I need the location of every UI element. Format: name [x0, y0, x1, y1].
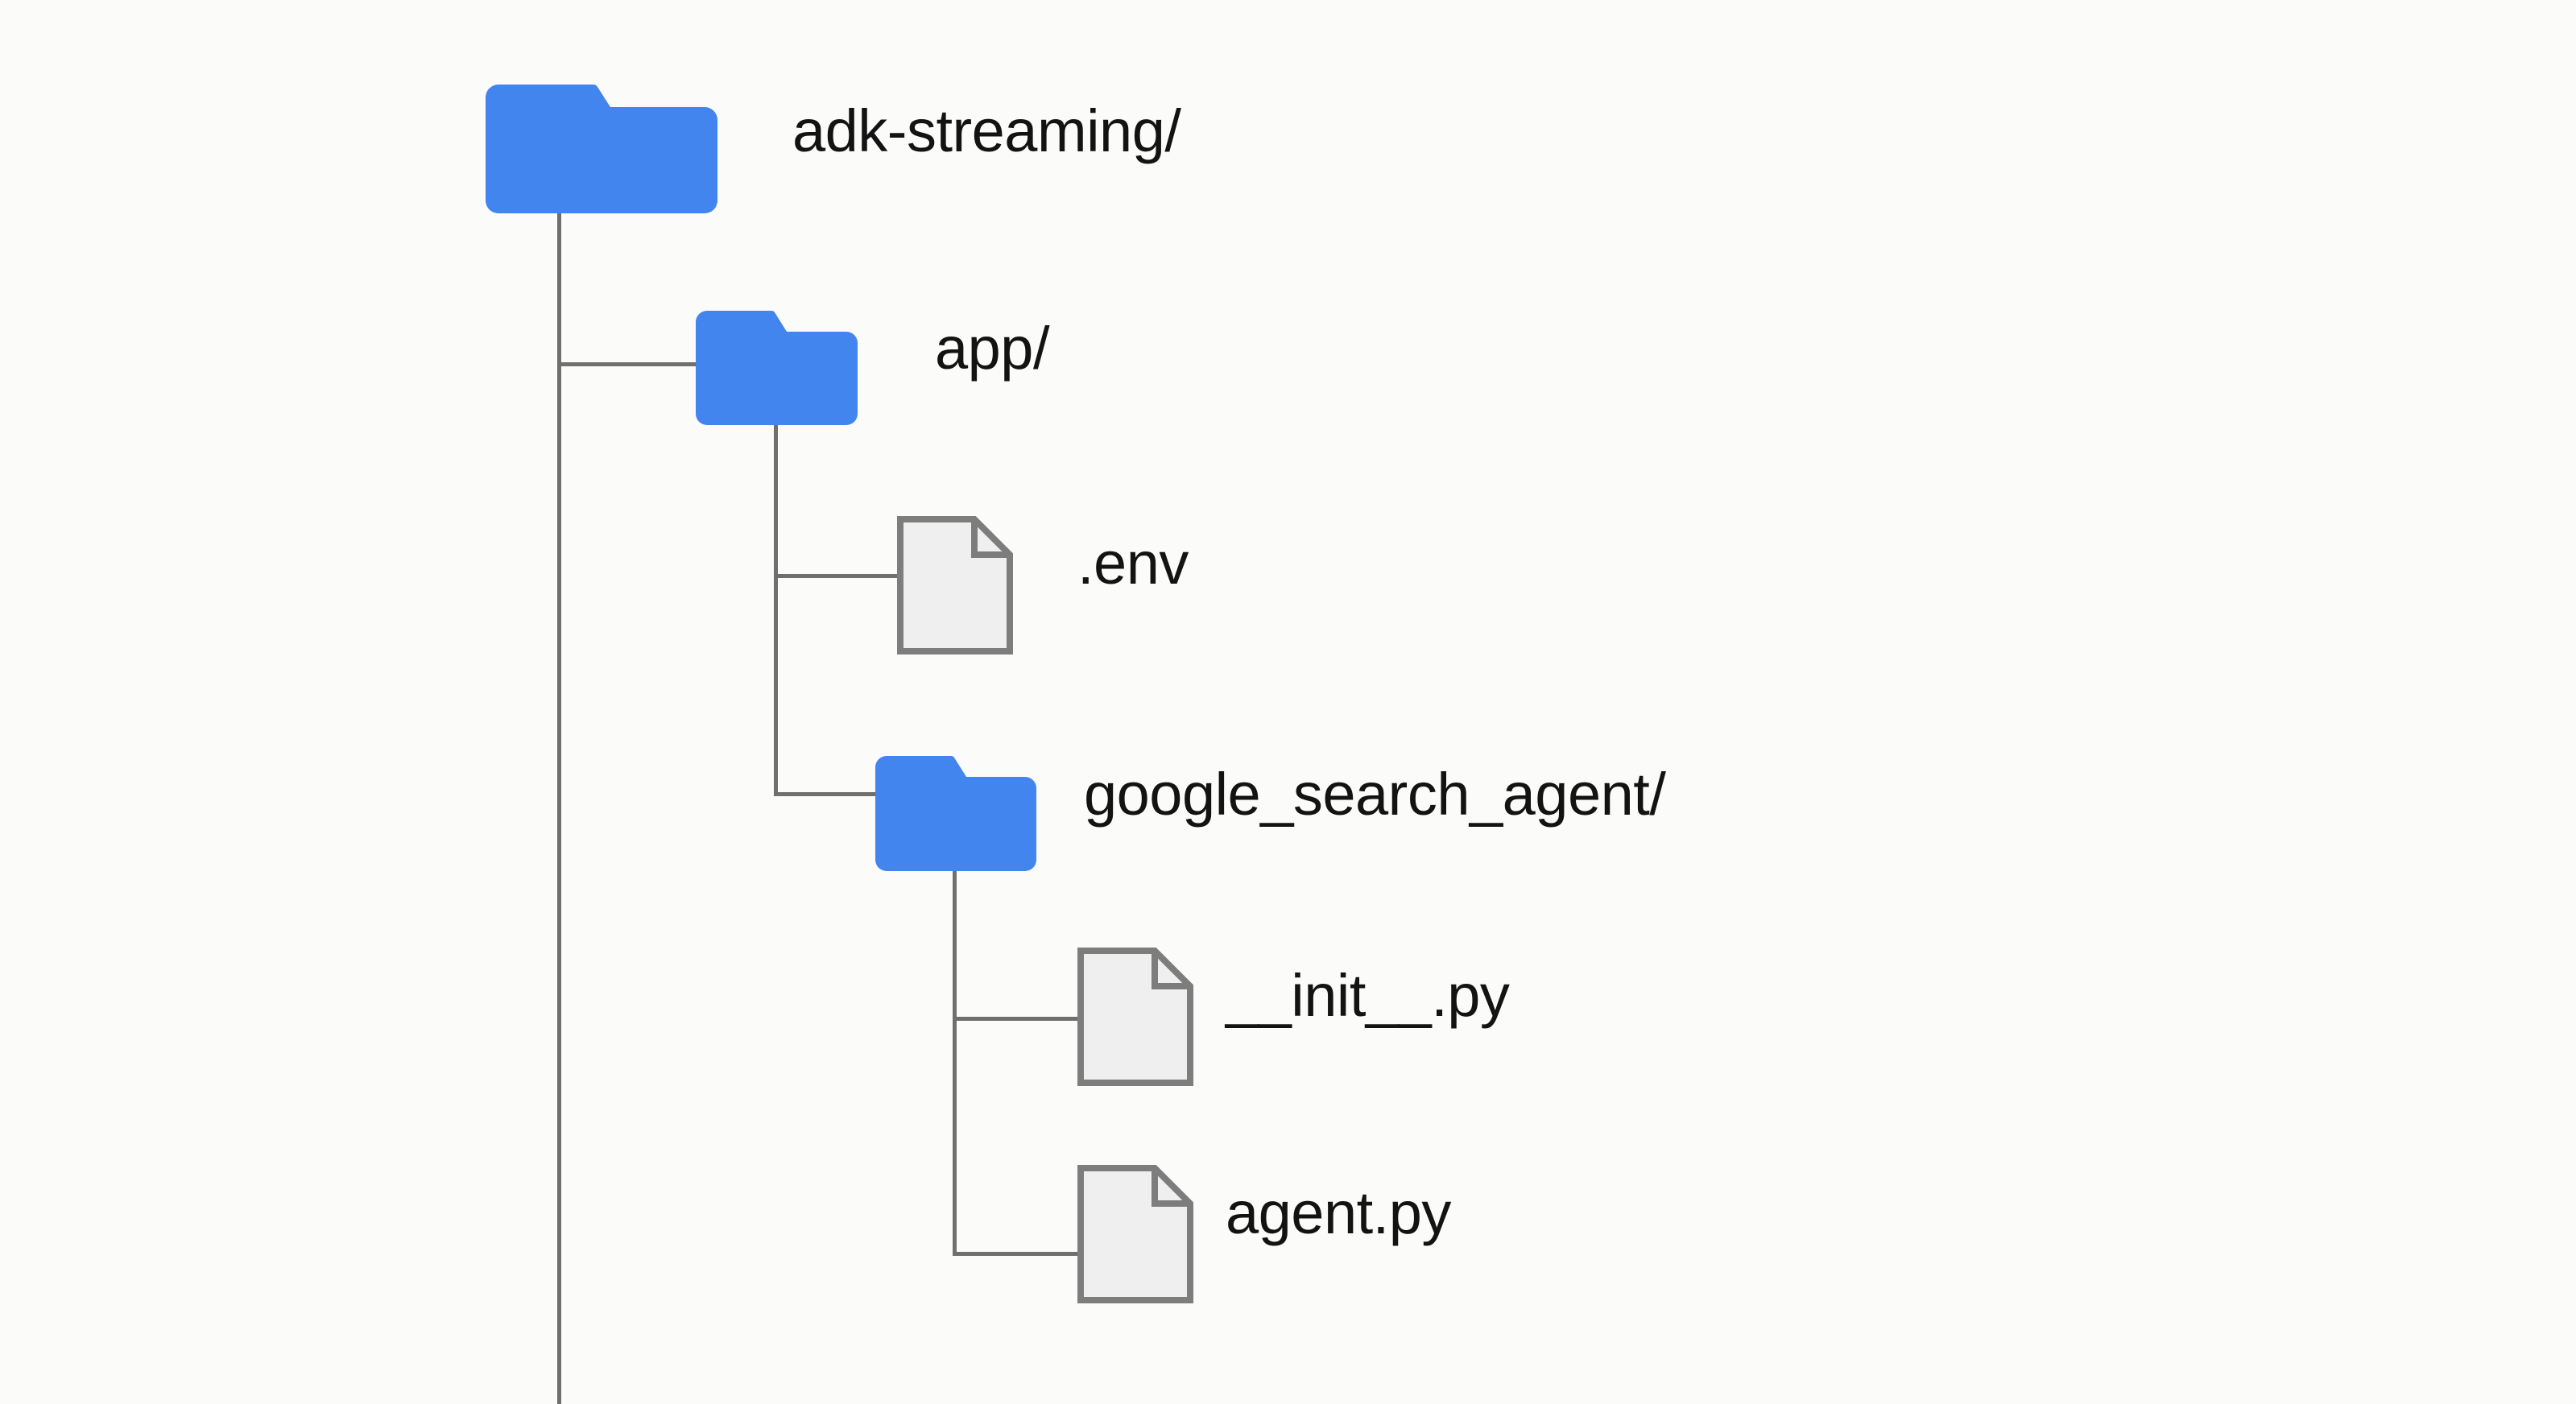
node-label-root: adk-streaming/: [792, 97, 1181, 164]
connector-branch-gsa-to-agent-py: [953, 1252, 1083, 1256]
connector-trunk-google-search-agent: [953, 867, 957, 1256]
folder-icon[interactable]: [875, 747, 1036, 872]
connector-branch-root-to-app: [557, 362, 699, 366]
connector-branch-app-to-env: [774, 574, 904, 578]
file-icon[interactable]: [1077, 1164, 1194, 1304]
connector-trunk-root: [557, 208, 561, 1404]
node-label-init-py: __init__.py: [1226, 962, 1510, 1029]
connector-branch-gsa-to-init-py: [953, 1017, 1083, 1021]
node-label-app: app/: [935, 315, 1050, 382]
file-icon[interactable]: [1077, 947, 1194, 1087]
folder-icon[interactable]: [486, 75, 717, 213]
file-icon[interactable]: [896, 515, 1014, 655]
folder-icon[interactable]: [696, 302, 858, 426]
node-label-google-search-agent: google_search_agent/: [1084, 761, 1666, 828]
node-label-agent-py: agent.py: [1226, 1179, 1451, 1246]
connector-branch-app-to-google-search-agent: [774, 792, 880, 796]
connector-trunk-app: [774, 421, 778, 796]
node-label-env: .env: [1077, 530, 1189, 597]
